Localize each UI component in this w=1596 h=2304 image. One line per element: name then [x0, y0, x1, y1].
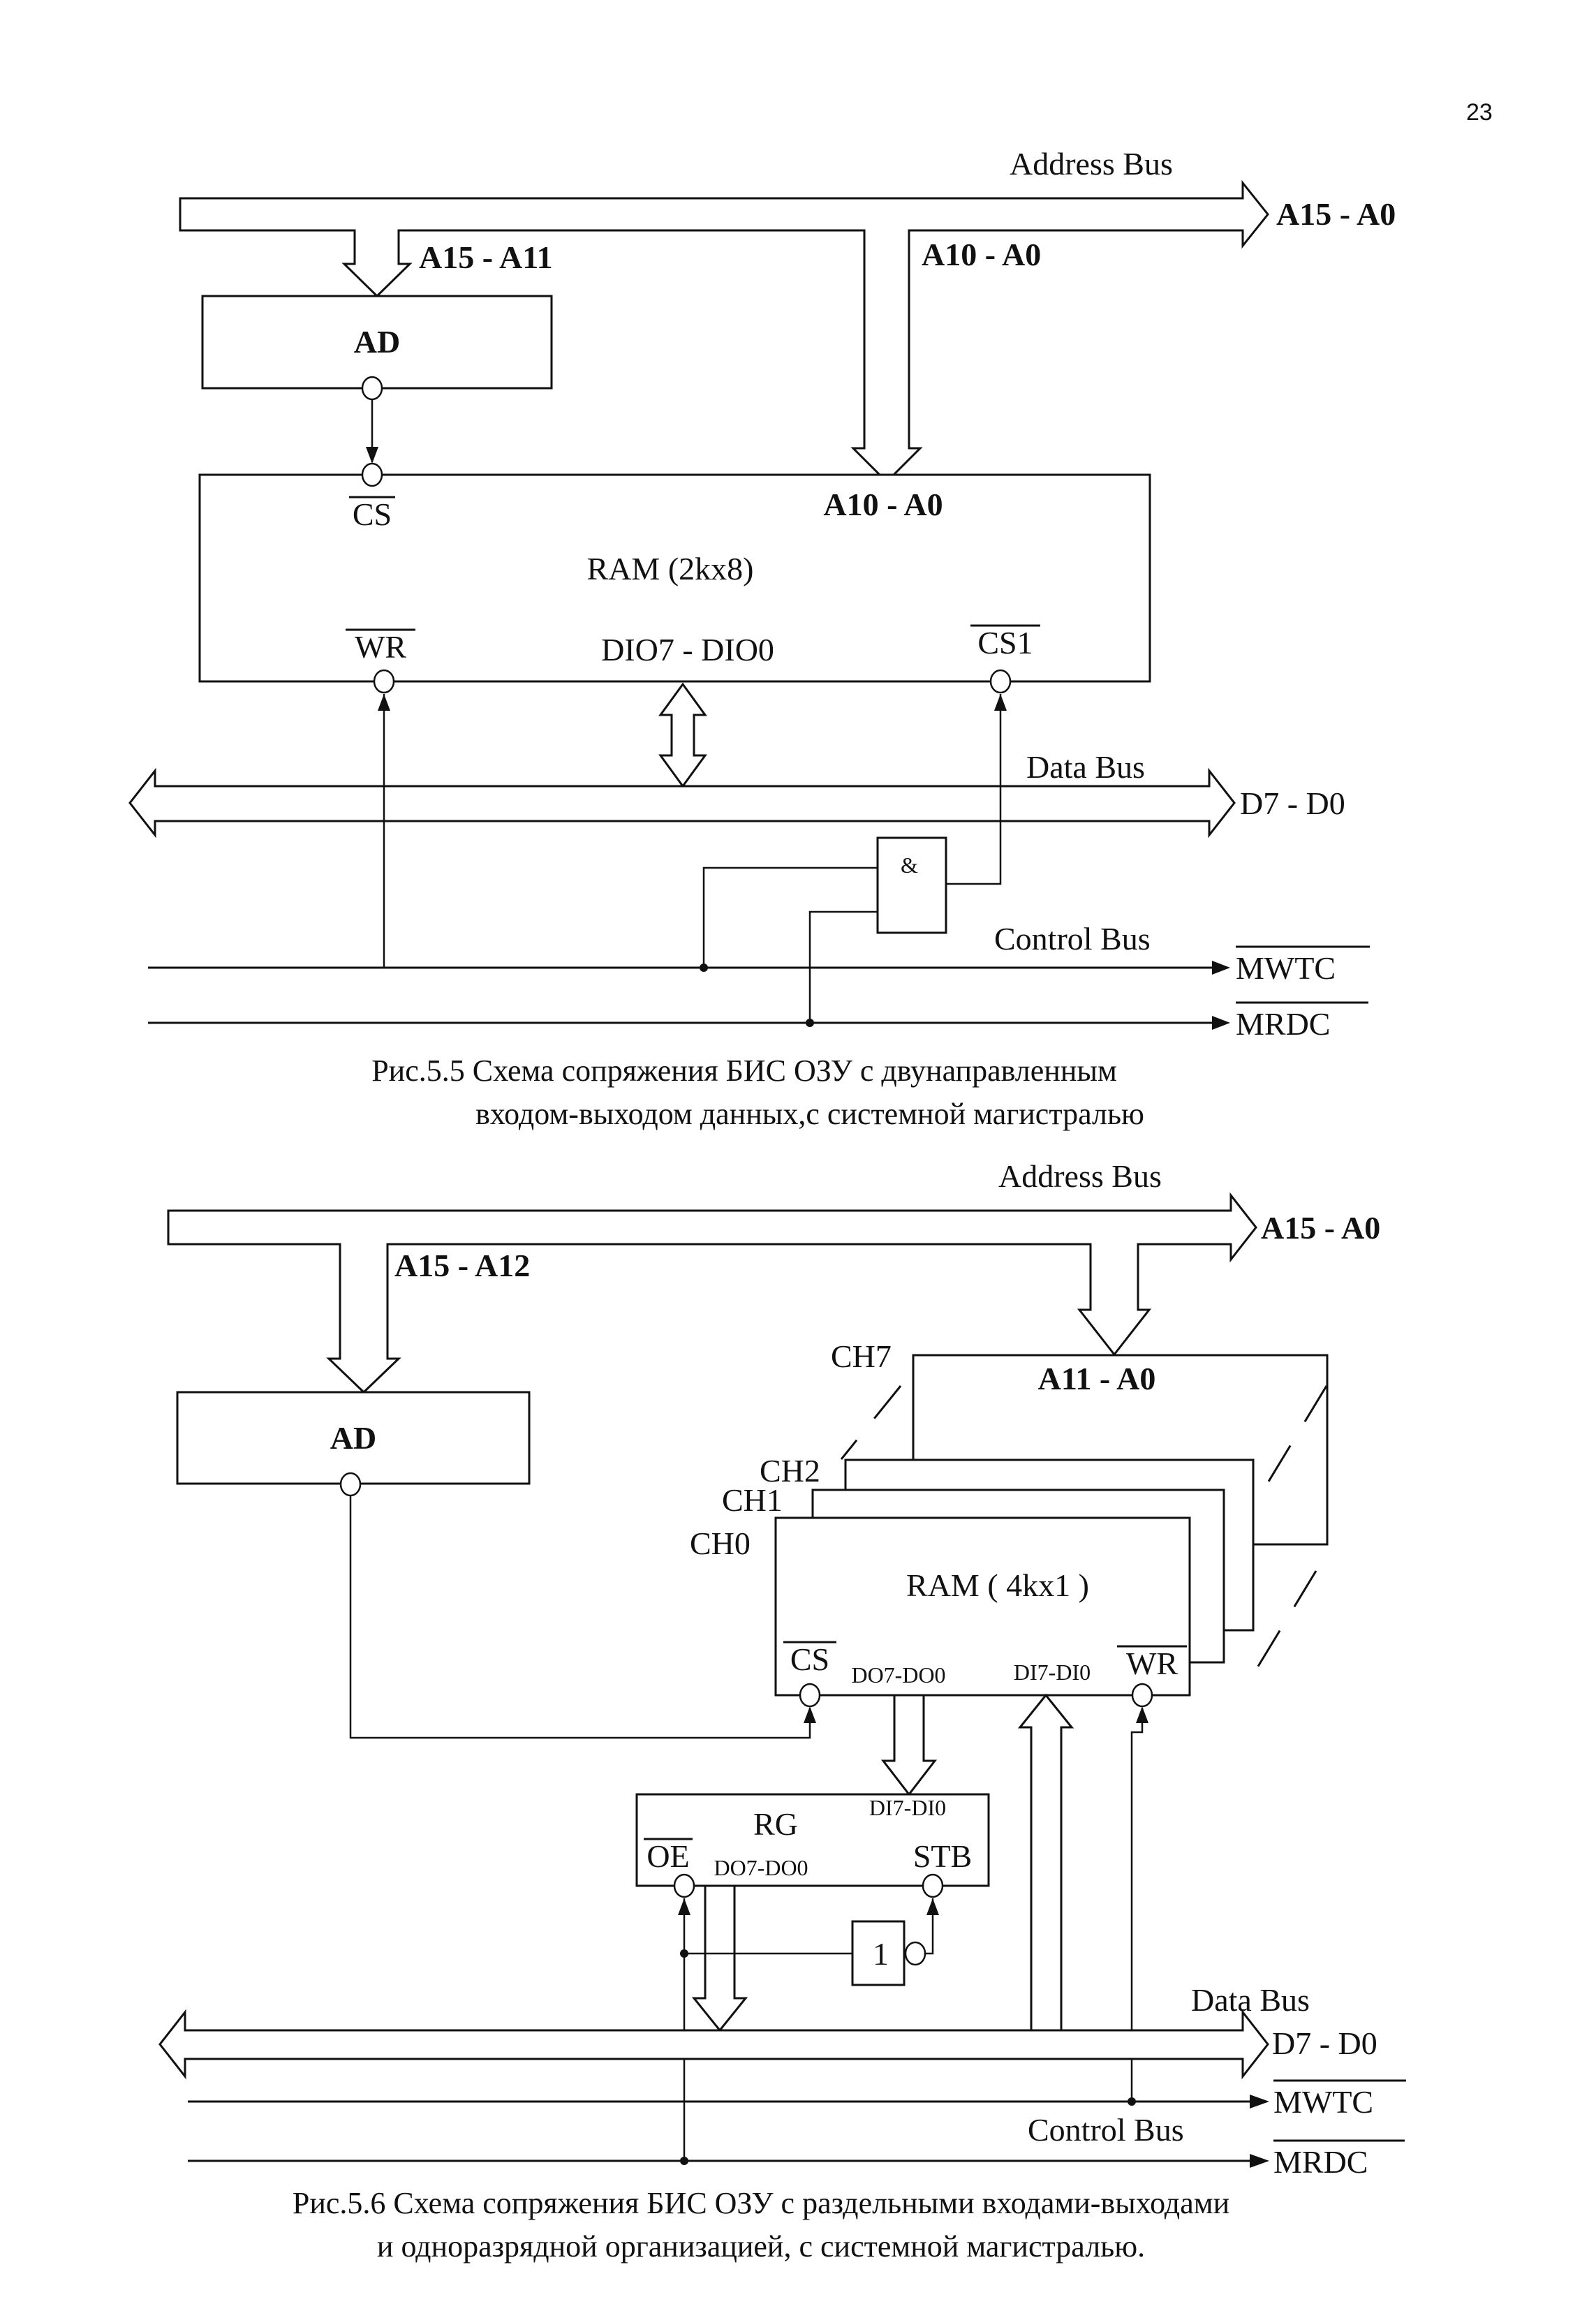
rg-register-block — [635, 1793, 990, 1887]
and-input-mwtc-wire — [702, 866, 878, 968]
ram-do-to-rg-bus — [880, 1694, 938, 1796]
cs1-inverter-icon — [989, 669, 1012, 694]
cs-label: CS — [353, 496, 392, 532]
ram-tap-label: A10 - A0 — [922, 237, 1041, 272]
chip-ch0-label: CH0 — [690, 1526, 751, 1561]
and-output-wire — [946, 694, 1002, 885]
mrdc-arrow-icon — [1212, 1016, 1230, 1030]
oe-arrow-icon — [678, 1898, 690, 1915]
page-number: 23 — [1466, 99, 1493, 126]
ad-block-label: AD — [354, 324, 400, 360]
cs-arrow-icon — [804, 1706, 816, 1723]
rg-block-label: RG — [753, 1806, 798, 1842]
ad-block-label: AD — [330, 1420, 376, 1456]
oe-inverter-icon — [673, 1873, 695, 1898]
stack-ellipsis-right-top — [1255, 1385, 1328, 1502]
figure-5-5-caption-line1: Рис.5.5 Схема сопряжения БИС ОЗУ с двуна… — [371, 1054, 1117, 1088]
wr-inverter-icon — [373, 669, 395, 694]
control-bus-label: Control Bus — [1028, 2112, 1184, 2148]
ad-block — [201, 295, 553, 390]
data-bus — [158, 2009, 1269, 2080]
data-bus-to-ram-di-bus — [1017, 1693, 1074, 2032]
cs1-label: CS1 — [977, 625, 1033, 660]
ad-output-inverter-icon — [339, 1472, 362, 1497]
mwtc-arrow-icon — [1212, 961, 1230, 975]
ad-tap-label: A15 - A11 — [419, 239, 553, 275]
wr-label: WR — [1126, 1646, 1178, 1681]
not-to-stb-wire — [925, 1898, 934, 1955]
control-bus-label: Control Bus — [994, 921, 1151, 957]
chip-ch7-label: CH7 — [831, 1338, 892, 1374]
stb-inverter-icon — [922, 1873, 944, 1898]
cs-inverter-icon — [799, 1683, 821, 1708]
rg-do-to-data-bus — [691, 1884, 748, 2032]
wr-inverter-icon — [1131, 1683, 1153, 1708]
rg-do-label: DO7-DO0 — [714, 1855, 808, 1880]
cs1-arrow-icon — [994, 694, 1007, 711]
data-bus-label: Data Bus — [1026, 749, 1145, 785]
wr-label: WR — [355, 629, 406, 665]
address-bus-label: Address Bus — [1010, 146, 1173, 182]
wr-arrow-icon — [378, 694, 390, 711]
ad-output-inverter-icon — [361, 376, 383, 401]
ram-block-label: RAM (2kx8) — [587, 551, 754, 586]
and-gate-label: & — [901, 852, 918, 878]
ram-2kx8-block — [198, 473, 1151, 683]
not-gate-label: 1 — [873, 1936, 889, 1972]
mwtc-label: MWTC — [1273, 2084, 1373, 2120]
and-input-mrdc-wire — [808, 910, 878, 1023]
stack-ellipsis-left — [840, 1385, 902, 1460]
ram-4kx1-block — [774, 1516, 1191, 1697]
figure-5-5-caption-line2: входом-выходом данных,с системной магист… — [475, 1097, 1144, 1131]
address-bus-range: A15 - A0 — [1261, 1210, 1380, 1246]
address-bus-range: A15 - A0 — [1276, 196, 1396, 232]
data-bus-range: D7 - D0 — [1240, 785, 1345, 821]
figure-5-6-caption-line2: и одноразрядной организацией, с системно… — [377, 2229, 1145, 2264]
and-gate — [876, 836, 947, 934]
rg-di-label: DI7-DI0 — [869, 1795, 946, 1820]
ram-block-label: RAM ( 4kx1 ) — [906, 1567, 1089, 1603]
mrdc-arrow-icon — [1250, 2154, 1269, 2168]
mrdc-label: MRDC — [1236, 1006, 1330, 1042]
figure-5-6-caption-line1: Рис.5.6 Схема сопряжения БИС ОЗУ с разде… — [293, 2186, 1229, 2220]
chip-ch2-label: CH2 — [760, 1453, 820, 1489]
rg-oe-label: OE — [646, 1838, 689, 1874]
wr-arrow-icon — [1136, 1706, 1148, 1723]
ad-block — [176, 1391, 531, 1485]
figure-5-5: Address Bus A15 - A0 A15 - A11 A10 - A0 … — [128, 146, 1396, 1131]
data-bus-range: D7 - D0 — [1272, 2025, 1377, 2061]
di-label: DI7-DI0 — [1014, 1660, 1091, 1685]
mrdc-label: MRDC — [1273, 2144, 1368, 2180]
ad-tap-label: A15 - A12 — [394, 1248, 530, 1283]
dio-label: DIO7 - DIO0 — [601, 632, 774, 667]
stb-arrow-icon — [926, 1898, 939, 1915]
not-gate — [851, 1920, 906, 1986]
cs-label: CS — [790, 1641, 829, 1677]
cs-arrow-icon — [366, 447, 378, 464]
data-bus — [128, 767, 1236, 839]
rg-stb-label: STB — [913, 1838, 972, 1874]
ram-addr-label: A10 - A0 — [823, 487, 943, 522]
address-bus-label: Address Bus — [998, 1158, 1162, 1194]
do-label: DO7-DO0 — [851, 1662, 945, 1688]
mwtc-label: MWTC — [1236, 950, 1336, 986]
address-bus — [179, 179, 1269, 484]
dio-bidirectional-arrow — [658, 682, 707, 788]
cs-inverter-icon — [361, 462, 383, 487]
stack-ellipsis-right-bottom — [1255, 1570, 1317, 1669]
chip-ch1-label: CH1 — [722, 1482, 783, 1518]
mwtc-arrow-icon — [1250, 2095, 1269, 2109]
not-gate-inverter-icon — [904, 1941, 926, 1966]
ram-addr-label: A11 - A0 — [1038, 1361, 1156, 1396]
figure-5-6: Address Bus A15 - A0 A15 - A12 AD CH7 A1… — [158, 1158, 1406, 2264]
data-bus-label: Data Bus — [1191, 1982, 1310, 2018]
address-bus — [167, 1192, 1257, 1394]
